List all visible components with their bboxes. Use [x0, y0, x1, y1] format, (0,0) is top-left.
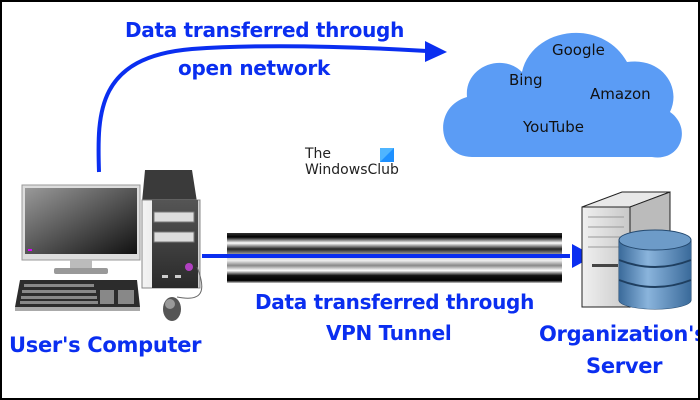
pc-tower-icon	[141, 170, 201, 289]
open-network-arrowhead	[425, 41, 447, 62]
server-label-line2: Server	[586, 354, 663, 378]
cloud-icon	[443, 32, 682, 158]
cloud-service-bing: Bing	[509, 71, 543, 89]
cloud-service-google: Google	[552, 41, 605, 59]
database-icon	[618, 229, 692, 310]
logo-line1: The	[305, 146, 332, 162]
vpn-label-line2: VPN Tunnel	[326, 321, 452, 345]
monitor-icon	[21, 184, 141, 274]
mouse-icon	[163, 266, 203, 321]
open-network-label-line2: open network	[178, 56, 330, 80]
windows-logo-icon	[380, 148, 394, 162]
open-network-arrow	[96, 44, 428, 173]
windowsclub-logo: The WindowsClub	[305, 146, 399, 178]
logo-line2: WindowsClub	[305, 162, 399, 178]
keyboard-icon	[15, 280, 140, 311]
user-computer-label: User's Computer	[9, 333, 202, 357]
vpn-label-line1: Data transferred through	[255, 290, 535, 314]
server-label-line1: Organization's	[539, 322, 700, 346]
cloud-service-youtube: YouTube	[523, 118, 584, 136]
open-network-label-line1: Data transferred through	[125, 18, 405, 42]
cloud-service-amazon: Amazon	[590, 85, 651, 103]
